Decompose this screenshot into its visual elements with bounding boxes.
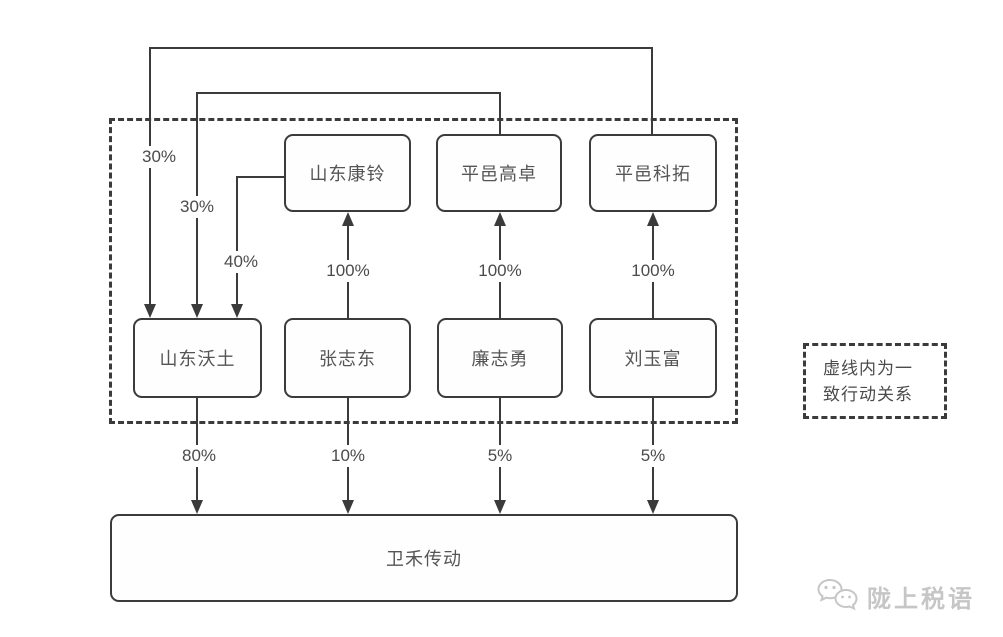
entity-label: 山东沃土 — [159, 349, 236, 369]
edge-ketuo-wotu-top-run — [149, 47, 653, 49]
edge-gaozhuo-wotu-top-run — [196, 92, 501, 94]
edge-ketuo-wotu-drop — [149, 47, 151, 305]
wechat-logo-icon — [817, 578, 858, 611]
entity-box-shandong-kangling: 山东康铃 — [284, 134, 411, 212]
arrowhead-down-icon — [190, 500, 203, 514]
entity-label: 平邑高卓 — [461, 164, 537, 184]
arrowhead-up-icon — [493, 212, 506, 226]
arrowhead-down-icon — [143, 304, 156, 318]
edge-label-10pct: 10% — [327, 445, 369, 467]
acting-in-concert-group-border — [109, 118, 738, 424]
entity-label: 山东康铃 — [309, 164, 386, 184]
entity-box-liu-yufu: 刘玉富 — [589, 318, 717, 398]
edge-label-5pct: 5% — [637, 445, 669, 467]
edge-label-80pct: 80% — [178, 445, 220, 467]
entity-label: 平邑科拓 — [615, 164, 691, 184]
edge-label-30pct: 30% — [176, 196, 218, 218]
entity-label: 卫禾传动 — [386, 549, 462, 569]
edge-label-100pct: 100% — [475, 260, 525, 282]
entity-box-pingyi-ketuo: 平邑科拓 — [589, 134, 717, 212]
edge-label-40pct: 40% — [220, 251, 262, 273]
edge-ketuo-wotu-riser — [651, 47, 653, 135]
arrowhead-down-icon — [646, 500, 659, 514]
entity-box-lian-zhiyong: 廉志勇 — [437, 318, 563, 398]
watermark: 陇上税语 — [816, 577, 975, 615]
legend-note-line2: 致行动关系 — [823, 385, 913, 404]
watermark-text: 陇上税语 — [867, 585, 975, 613]
edge-label-5pct: 5% — [484, 445, 516, 467]
arrowhead-up-icon — [341, 212, 354, 226]
edge-label-30pct: 30% — [138, 146, 180, 168]
arrowhead-up-icon — [646, 212, 659, 226]
entity-box-weihe-chuandong: 卫禾传动 — [110, 514, 738, 602]
edge-kangling-wotu-run — [236, 176, 285, 178]
entity-label: 张志东 — [319, 349, 376, 369]
arrowhead-down-icon — [493, 500, 506, 514]
entity-label: 廉志勇 — [471, 349, 529, 369]
entity-label: 刘玉富 — [624, 349, 682, 369]
entity-box-shandong-wotu: 山东沃土 — [133, 318, 262, 398]
edge-kangling-wotu-drop — [236, 176, 238, 305]
edge-label-100pct: 100% — [628, 260, 678, 282]
arrowhead-down-icon — [190, 304, 203, 318]
legend-note-box: 虚线内为一 致行动关系 — [803, 343, 947, 419]
arrowhead-down-icon — [341, 500, 354, 514]
edge-gaozhuo-wotu-riser — [499, 92, 501, 135]
entity-box-pingyi-gaozhuo: 平邑高卓 — [436, 134, 562, 212]
arrowhead-down-icon — [230, 304, 243, 318]
edge-label-100pct: 100% — [323, 260, 373, 282]
legend-note-line1: 虚线内为一 — [823, 359, 913, 378]
entity-box-zhang-zhidong: 张志东 — [284, 318, 411, 398]
